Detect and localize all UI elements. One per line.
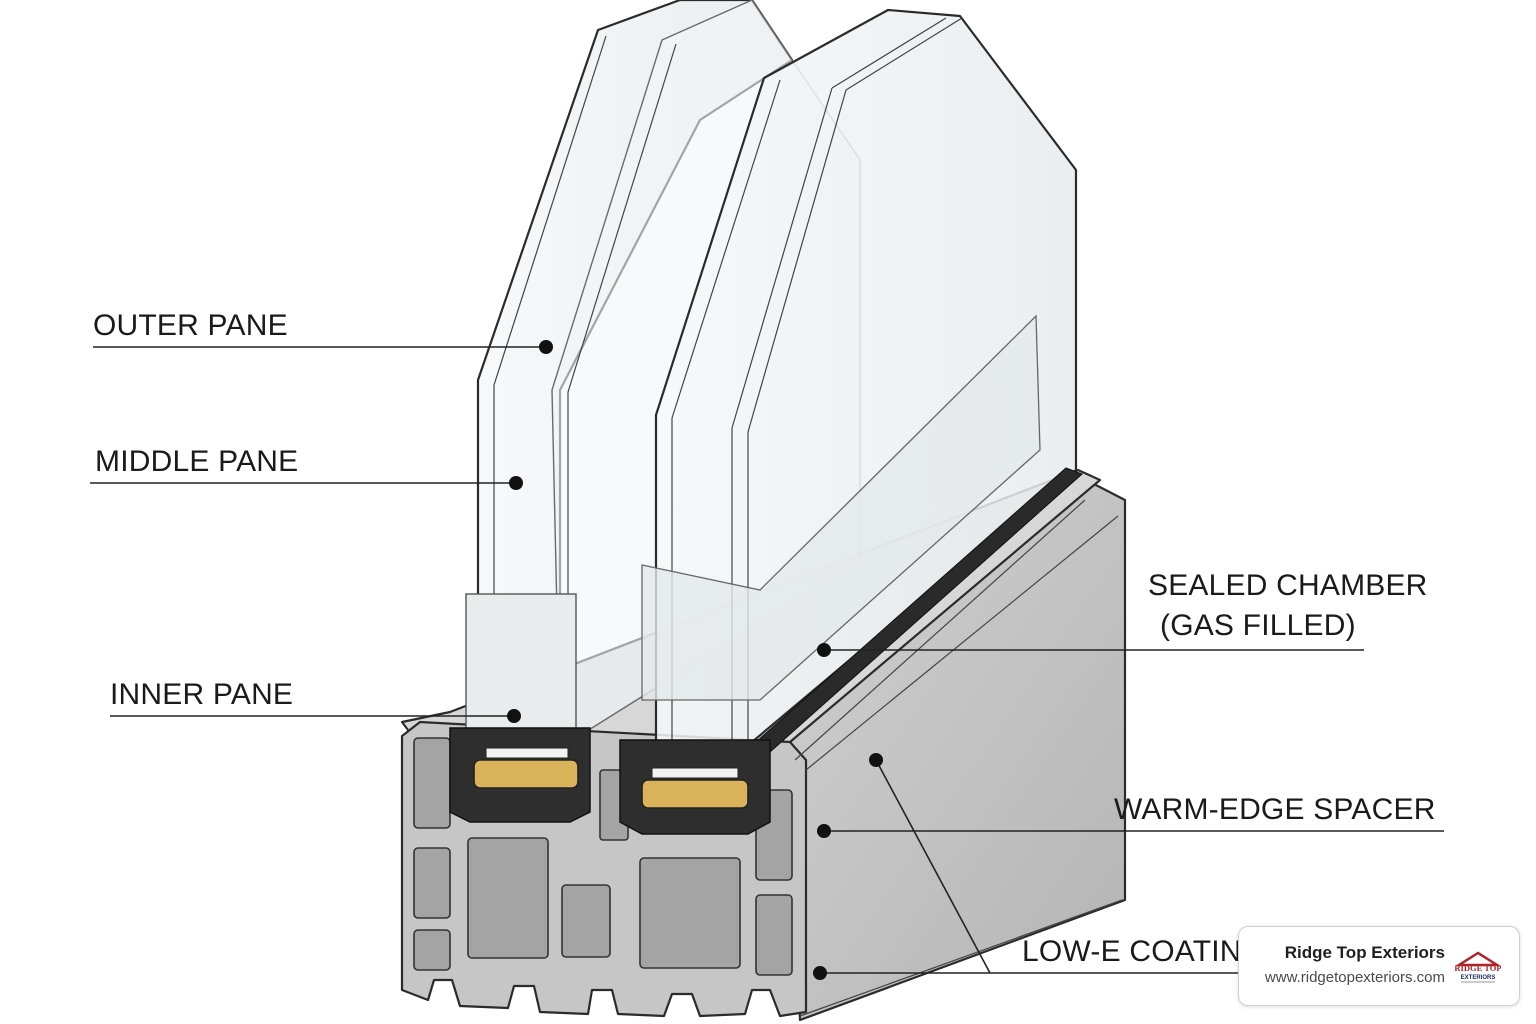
sealed-chamber-label: SEALED CHAMBER [1148, 569, 1428, 602]
sealed-chamber-sublabel: (GAS FILLED) [1160, 609, 1356, 642]
svg-text:RIDGE TOP: RIDGE TOP [1455, 963, 1501, 973]
brand-badge[interactable]: Ridge Top Exteriors www.ridgetopexterior… [1238, 926, 1520, 1006]
callout-inner-pane: INNER PANE [110, 678, 521, 723]
brand-url[interactable]: www.ridgetopexteriors.com [1264, 969, 1445, 986]
ridge-top-logo-icon: RIDGE TOP EXTERIORS [1455, 951, 1501, 983]
callout-sealed-chamber: SEALED CHAMBER (GAS FILLED) [817, 569, 1428, 657]
frame-chambers [413, 737, 793, 976]
outer-pane-label: OUTER PANE [93, 309, 288, 342]
warm-edge-spacer-right [641, 779, 749, 809]
callout-middle-pane: MIDDLE PANE [90, 445, 523, 490]
warm-edge-spacer-left [473, 759, 579, 789]
callout-low-e-coating: LOW-E COATING [813, 753, 1265, 980]
inner-pane-label: INNER PANE [110, 678, 293, 711]
low-e-coating-label: LOW-E COATING [1022, 935, 1265, 968]
callout-warm-edge-spacer: WARM-EDGE SPACER [817, 793, 1444, 838]
sealed-chamber-shape [641, 314, 1041, 701]
callout-outer-pane: OUTER PANE [93, 309, 553, 354]
brand-name: Ridge Top Exteriors [1284, 943, 1445, 962]
middle-pane-label: MIDDLE PANE [95, 445, 298, 478]
warm-edge-spacer-label: WARM-EDGE SPACER [1114, 793, 1436, 826]
spacer-left [465, 593, 577, 735]
svg-text:EXTERIORS: EXTERIORS [1461, 975, 1496, 981]
glazing-channels [449, 727, 771, 835]
pane-unit-right [641, 8, 1083, 753]
